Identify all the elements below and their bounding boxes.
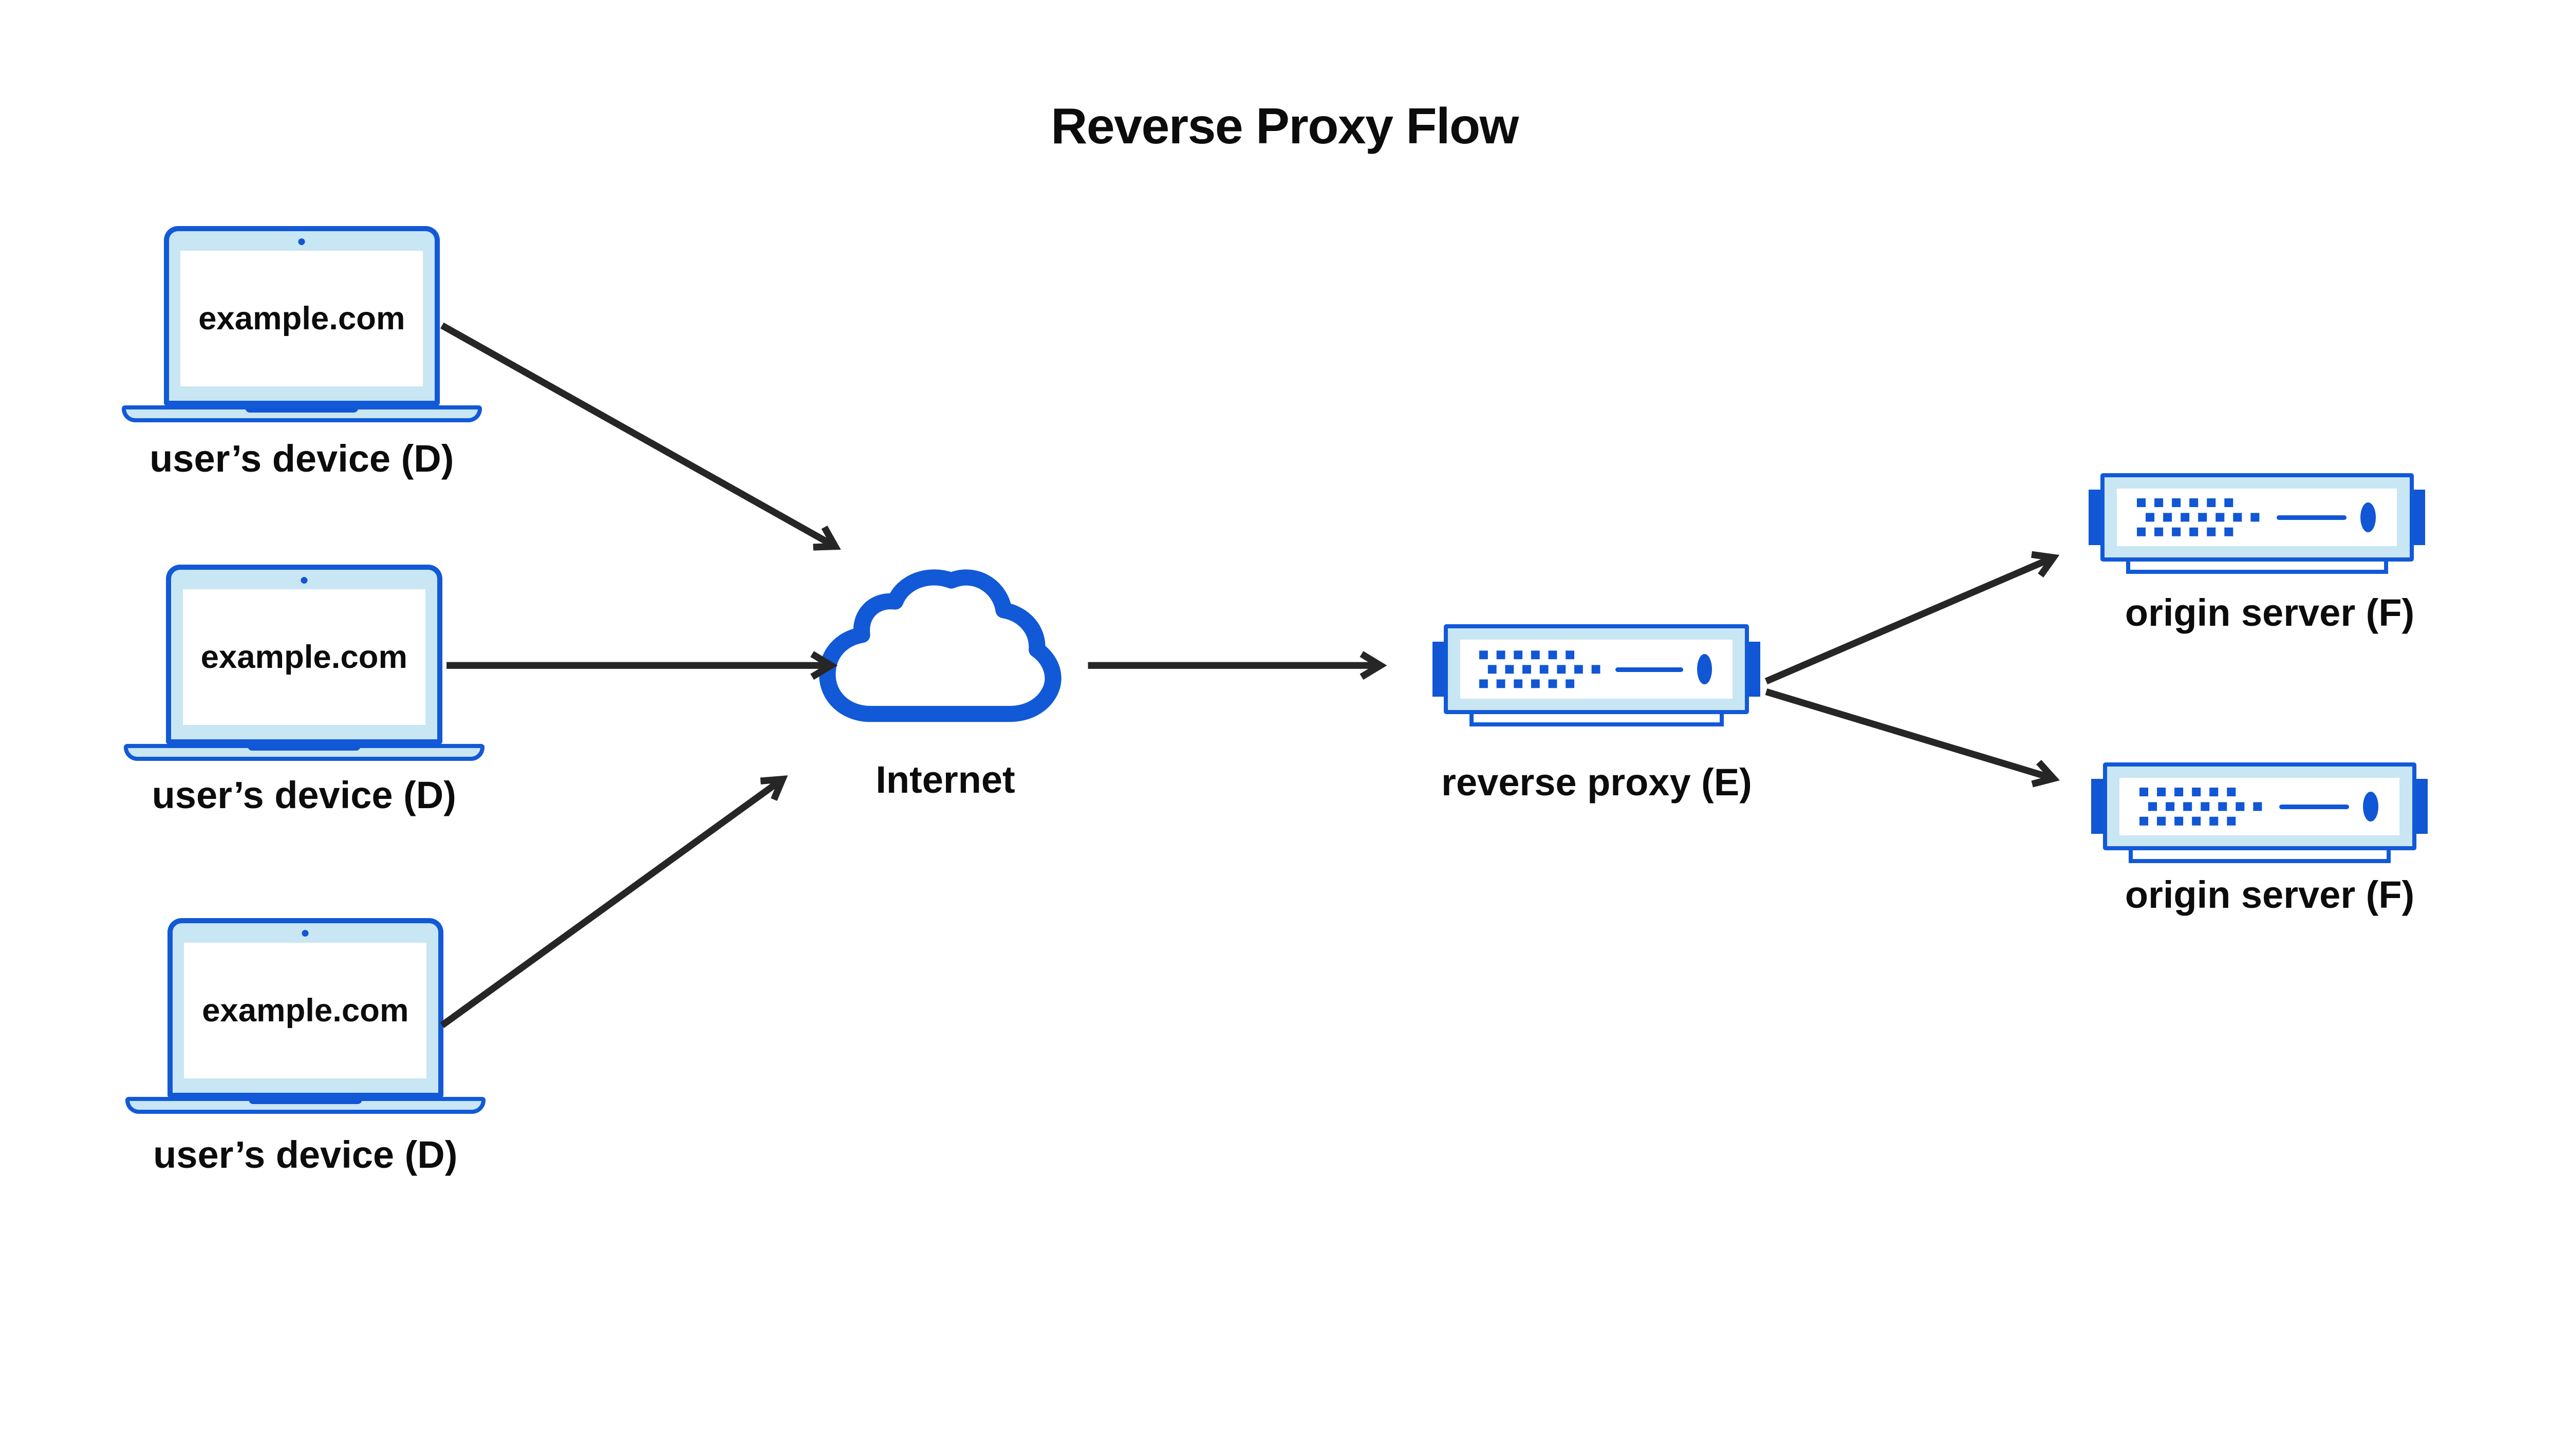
server-side-tab-icon bbox=[2415, 778, 2428, 834]
server-vents-icon bbox=[2139, 787, 2262, 826]
internet-label: Internet bbox=[876, 758, 1015, 801]
device-label: user’s device (D) bbox=[150, 437, 454, 480]
server-side-tab-icon bbox=[1748, 641, 1760, 697]
laptop-notch bbox=[245, 408, 358, 413]
origin-server-label: origin server (F) bbox=[2125, 591, 2415, 634]
device-label: user’s device (D) bbox=[152, 774, 456, 817]
laptop-icon: example.com bbox=[166, 564, 442, 744]
webcam-dot-icon bbox=[298, 238, 305, 245]
arrow-proxy-to-origin1 bbox=[1764, 558, 2051, 685]
origin-server-label: origin server (F) bbox=[2125, 873, 2415, 917]
server-side-tab-icon bbox=[2091, 778, 2103, 834]
laptop-base bbox=[125, 1097, 486, 1114]
server-led-icon bbox=[2360, 502, 2376, 533]
server-base bbox=[1469, 712, 1724, 727]
server-side-tab-icon bbox=[2413, 490, 2425, 545]
laptop-notch bbox=[249, 1099, 362, 1105]
device-screen-text: example.com bbox=[198, 301, 405, 337]
laptop-base bbox=[124, 743, 485, 761]
cloud-icon bbox=[811, 569, 1067, 735]
webcam-dot-icon bbox=[302, 930, 309, 937]
server-icon bbox=[2100, 473, 2414, 562]
diagram-canvas: Reverse Proxy Flow example.com user’s de… bbox=[121, 97, 2428, 1177]
diagram-title: Reverse Proxy Flow bbox=[1051, 97, 1519, 154]
laptop-icon: example.com bbox=[167, 918, 443, 1098]
server-slot-line-icon bbox=[2276, 515, 2347, 520]
device-screen-text: example.com bbox=[200, 639, 407, 675]
server-side-tab-icon bbox=[1432, 641, 1445, 697]
arrow-device1-to-internet bbox=[440, 322, 833, 545]
laptop-screen: example.com bbox=[184, 942, 427, 1078]
laptop-base bbox=[121, 405, 482, 422]
device-label: user’s device (D) bbox=[153, 1133, 458, 1177]
laptop-screen: example.com bbox=[180, 251, 423, 387]
server-icon bbox=[2102, 762, 2416, 851]
server-led-icon bbox=[1697, 654, 1712, 685]
server-base bbox=[2128, 848, 2391, 863]
server-vents-icon bbox=[1479, 650, 1600, 688]
server-icon bbox=[1444, 624, 1749, 715]
laptop-icon: example.com bbox=[163, 226, 440, 406]
device-screen-text: example.com bbox=[202, 992, 409, 1029]
server-side-tab-icon bbox=[2089, 490, 2101, 545]
server-led-icon bbox=[2362, 791, 2378, 822]
server-vents-icon bbox=[2136, 498, 2259, 536]
webcam-dot-icon bbox=[301, 576, 308, 584]
reverse-proxy-label: reverse proxy (E) bbox=[1441, 761, 1752, 804]
laptop-notch bbox=[248, 746, 361, 751]
server-slot-line-icon bbox=[2279, 804, 2349, 809]
server-panel bbox=[2119, 777, 2399, 835]
server-panel bbox=[1460, 640, 1733, 699]
server-base bbox=[2126, 559, 2388, 574]
server-slot-line-icon bbox=[1615, 667, 1684, 672]
arrow-proxy-to-origin2 bbox=[1765, 688, 2051, 778]
laptop-screen: example.com bbox=[182, 589, 425, 725]
server-panel bbox=[2117, 489, 2397, 546]
arrow-device3-to-internet bbox=[440, 780, 780, 1029]
